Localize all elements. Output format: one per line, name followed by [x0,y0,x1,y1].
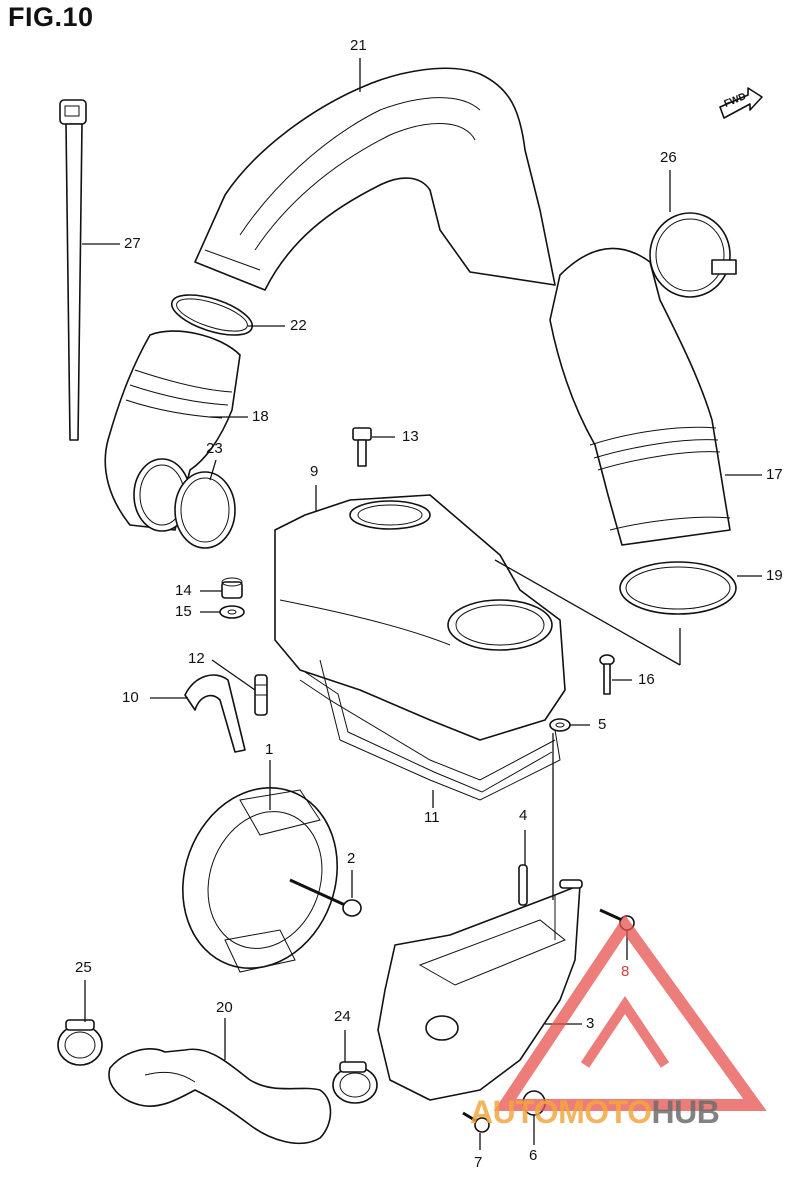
cable-tie-27 [59,99,87,441]
callout-5: 5 [598,716,607,733]
watermark-part1: AUTOMOTO [470,1094,652,1130]
callout-3: 3 [586,1015,595,1032]
clamp-23 [174,471,236,549]
figure-title: FIG.10 [8,2,94,32]
callout-9: 9 [310,463,319,480]
ring-22 [170,294,254,336]
clamp-26 [649,212,737,298]
watermark-part2: HUB [651,1094,720,1130]
clamp-25 [57,1019,103,1066]
callout-19: 19 [766,567,783,584]
drain-pipe-4 [518,864,528,906]
bolt-13 [352,427,372,467]
callout-26: 26 [660,149,677,166]
clip-10 [184,674,246,753]
stud-12 [254,674,268,716]
callout-11: 11 [424,809,440,826]
callout-24: 24 [334,1008,351,1025]
callout-8: 8 [621,963,630,980]
callout-25: 25 [75,959,92,976]
leader-lines [82,58,762,1150]
upper-duct-21 [194,67,556,291]
callout-20: 20 [216,999,233,1016]
hose-20 [108,1048,332,1145]
callout-12: 12 [188,650,205,667]
callout-2: 2 [347,850,356,867]
callout-4: 4 [519,807,528,824]
lower-case-3 [377,879,583,1101]
callout-17: 17 [766,466,783,483]
bolt-2 [289,878,362,917]
screw-7 [462,1111,490,1133]
clamp-24 [332,1061,378,1104]
callout-23: 23 [206,440,223,457]
element-1 [182,787,338,973]
callout-10: 10 [122,689,139,706]
fwd-arrow-icon [719,87,763,119]
gasket-11 [299,671,561,801]
callout-6: 6 [529,1147,538,1164]
air-cleaner-case-9 [274,494,566,781]
washer-15 [219,605,245,619]
callout-16: 16 [638,671,655,688]
nut-14 [221,577,243,599]
callout-22: 22 [290,317,307,334]
callout-27: 27 [124,235,141,252]
callout-7: 7 [474,1154,483,1171]
watermark-logo-icon [493,914,767,1111]
callout-1: 1 [265,741,274,758]
callout-21: 21 [350,37,367,54]
callout-15: 15 [175,603,192,620]
callout-18: 18 [252,408,269,425]
screw-16 [599,654,615,695]
callout-13: 13 [402,428,419,445]
callout-14: 14 [175,582,192,599]
right-hose-17 [549,247,731,546]
clamp-19 [619,561,737,615]
watermark-text: AUTOMOTOHUB [470,1094,720,1131]
washer-5 [549,718,571,732]
